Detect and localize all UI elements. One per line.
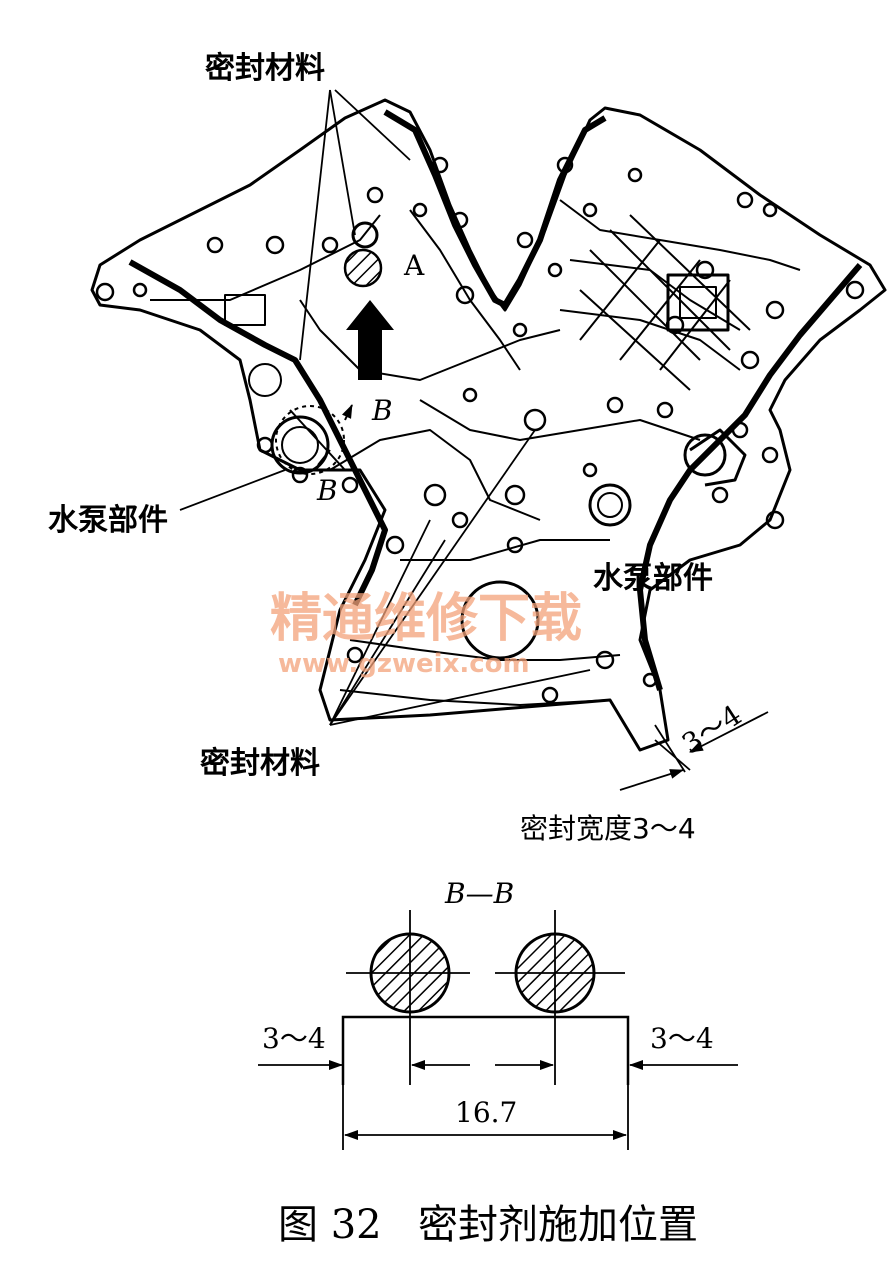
gasket-left — [128, 259, 388, 607]
figure-number: 图 32 — [278, 1202, 382, 1248]
mark-a-label: A — [403, 249, 425, 282]
flow-arrow — [346, 300, 394, 380]
section-base — [341, 1015, 630, 1085]
seal-width-dimension — [619, 711, 769, 791]
section-b-label-lower: B — [316, 474, 338, 507]
section-b-label-upper: B — [371, 394, 393, 427]
seal-width-angled-dim: 3～4 — [676, 698, 747, 760]
figure-caption-text: 密封剂施加位置 — [418, 1202, 698, 1248]
water-pump-label-left: 水泵部件 — [48, 503, 168, 538]
seal-material-label-bottom: 密封材料 — [200, 746, 320, 781]
section-title: B—B — [444, 877, 514, 910]
figure-caption: 图 32 密封剂施加位置 — [278, 1202, 698, 1248]
section-cut-b — [289, 404, 353, 471]
section-left-dim: 3～4 — [262, 1022, 326, 1055]
leader-lines — [179, 89, 691, 771]
cover-outline — [90, 98, 887, 752]
seal-width-label: 密封宽度3～4 — [520, 812, 696, 845]
section-total-dim: 16.7 — [455, 1096, 517, 1129]
watermark-title: 精通维修下载 — [270, 589, 582, 649]
section-right-dim: 3～4 — [650, 1022, 714, 1055]
watermark-url: www.gzweix.com — [278, 649, 530, 679]
timing-cover-drawing — [90, 98, 887, 752]
gasket-right — [637, 263, 863, 691]
section-bb-detail: B—B 3～4 3～4 16.7 — [258, 877, 738, 1150]
water-pump-label-right: 水泵部件 — [593, 561, 713, 596]
seal-material-label-top: 密封材料 — [205, 51, 325, 86]
